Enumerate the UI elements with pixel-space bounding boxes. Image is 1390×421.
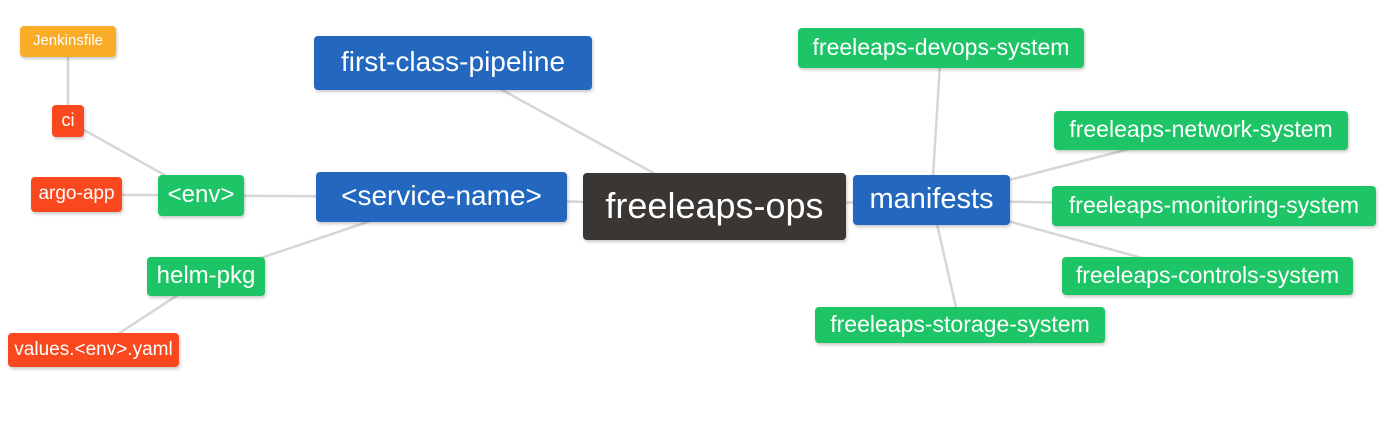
node-label: <service-name>	[341, 180, 542, 211]
node-freeleaps-monitoring-system[interactable]: freeleaps-monitoring-system	[1052, 186, 1376, 226]
node-freeleaps-controls-system[interactable]: freeleaps-controls-system	[1062, 257, 1353, 295]
edge-manifests-freeleaps-devops-system	[930, 47, 943, 201]
node-label: freeleaps-devops-system	[812, 33, 1070, 60]
node-label: values.<env>.yaml	[14, 338, 173, 360]
node-argo-app[interactable]: argo-app	[31, 177, 122, 212]
node-label: ci	[61, 110, 75, 130]
node-ci[interactable]: ci	[52, 105, 84, 137]
node-helm-pkg[interactable]: helm-pkg	[147, 257, 265, 296]
node-label: <env>	[167, 180, 235, 208]
node-label: helm-pkg	[156, 261, 256, 289]
node-label: manifests	[869, 182, 994, 215]
node-label: freeleaps-storage-system	[830, 310, 1090, 337]
node-freeleaps-devops-system[interactable]: freeleaps-devops-system	[798, 28, 1084, 68]
node-env[interactable]: <env>	[158, 175, 244, 216]
node-label: freeleaps-ops	[605, 184, 824, 226]
node-label: freeleaps-controls-system	[1075, 261, 1340, 288]
node-label: freeleaps-network-system	[1069, 116, 1333, 142]
node-jenkinsfile[interactable]: Jenkinsfile	[20, 26, 116, 57]
node-manifests[interactable]: manifests	[853, 175, 1010, 225]
node-values-env-yaml[interactable]: values.<env>.yaml	[8, 333, 179, 367]
node-service-name[interactable]: <service-name>	[316, 172, 567, 222]
node-label: freeleaps-monitoring-system	[1068, 191, 1360, 218]
node-freeleaps-network-system[interactable]: freeleaps-network-system	[1054, 111, 1348, 150]
node-first-class-pipeline[interactable]: first-class-pipeline	[314, 36, 592, 90]
node-label: Jenkinsfile	[32, 32, 104, 49]
node-freeleaps-storage-system[interactable]: freeleaps-storage-system	[815, 307, 1105, 343]
node-label: first-class-pipeline	[340, 46, 566, 77]
node-label: argo-app	[38, 183, 115, 204]
node-freeleaps-ops[interactable]: freeleaps-ops	[583, 173, 846, 240]
